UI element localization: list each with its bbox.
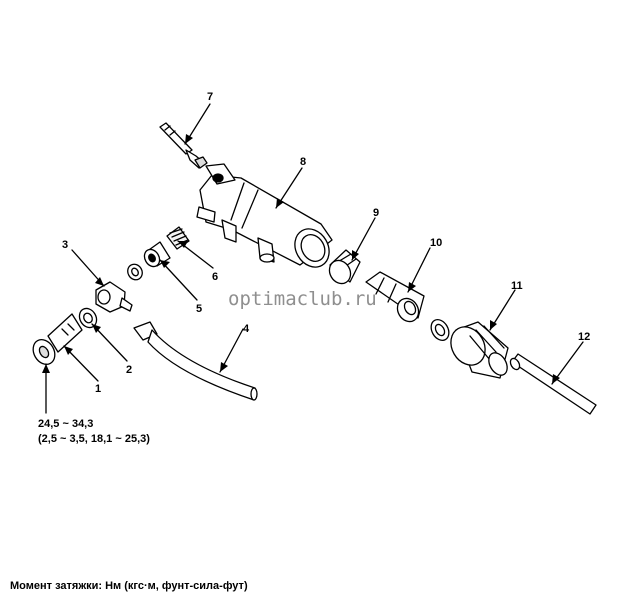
part-11-circlip (430, 319, 450, 341)
part-1-union-bolt (32, 313, 83, 365)
part-5-ring (127, 263, 143, 281)
callout-7: 7 (207, 91, 213, 103)
arrowheads (42, 134, 560, 384)
part-8-release-cylinder (196, 163, 333, 268)
part-10-piston (365, 271, 425, 323)
part-2-washer (78, 307, 98, 329)
callout-6: 6 (212, 271, 218, 283)
part-4-clutch-tube (133, 321, 258, 401)
watermark: optimaclub.ru (228, 288, 377, 310)
callout-8: 8 (300, 156, 306, 168)
callout-11: 11 (511, 280, 523, 292)
part-11-dust-boot (450, 321, 509, 379)
part-5-piston-cup (143, 241, 171, 268)
callout-9: 9 (373, 207, 379, 219)
callout-4: 4 (243, 323, 250, 335)
torque-spec-line1: 24,5 ~ 34,3 (38, 418, 94, 430)
part-12-push-rod (509, 353, 597, 415)
part-3-fitting (95, 281, 133, 313)
callout-3: 3 (62, 239, 68, 251)
callout-5: 5 (196, 303, 202, 315)
callout-12: 12 (578, 331, 590, 343)
callout-2: 2 (126, 364, 132, 376)
callout-10: 10 (430, 237, 442, 249)
part-7-bleeder-screw (159, 122, 208, 169)
part-6-spring (166, 226, 190, 250)
torque-spec-line2: (2,5 ~ 3,5, 18,1 ~ 25,3) (38, 433, 150, 445)
torque-caption: Момент затяжки: Нм (кгс·м, фунт-сила-фут… (10, 580, 248, 592)
callout-1: 1 (95, 383, 101, 395)
callout-labels: 7 8 9 10 11 12 3 6 5 4 2 1 (62, 91, 590, 395)
